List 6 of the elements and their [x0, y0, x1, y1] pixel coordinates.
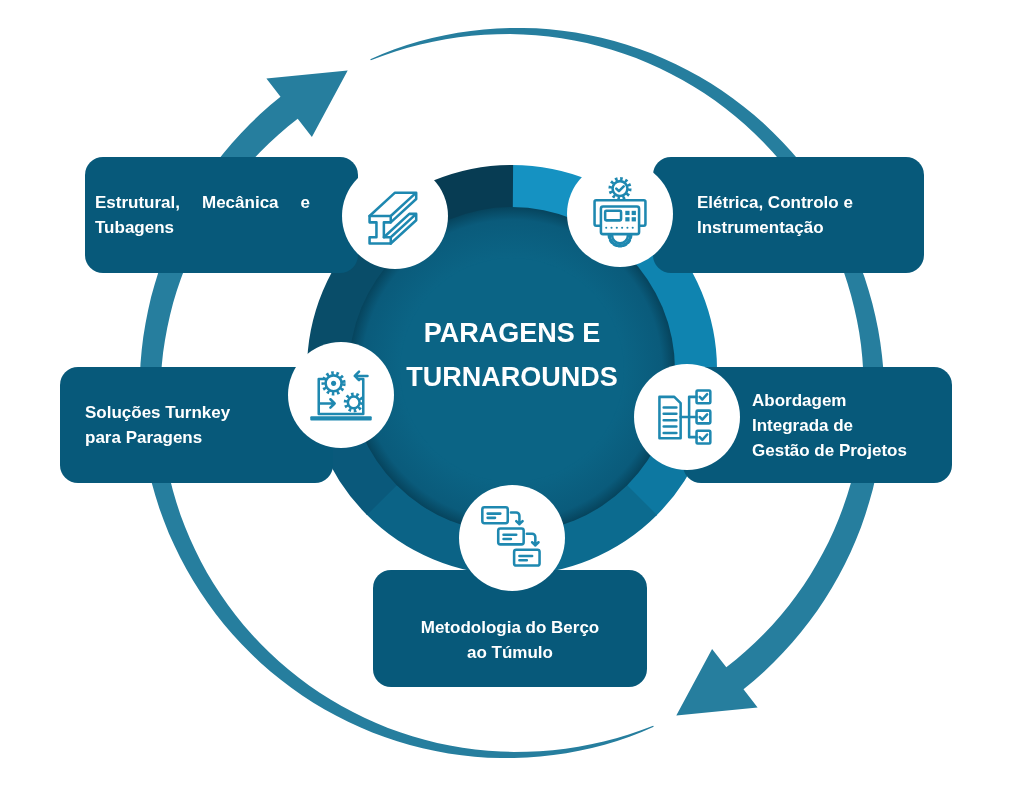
category-label: Elétrica, Controlo e Instrumentação: [697, 192, 854, 239]
category-label: Metodologia do Berço ao Túmulo: [419, 616, 601, 664]
category-label: Abordagem Integrada de Gestão de Projetos: [752, 389, 908, 462]
category-label: Soluções Turnkey para Paragens: [85, 402, 232, 449]
hub-title: PARAGENS E TURNAROUNDS: [405, 317, 619, 394]
category-label: Estrutural, Mecânica e Tubagens: [95, 192, 310, 239]
